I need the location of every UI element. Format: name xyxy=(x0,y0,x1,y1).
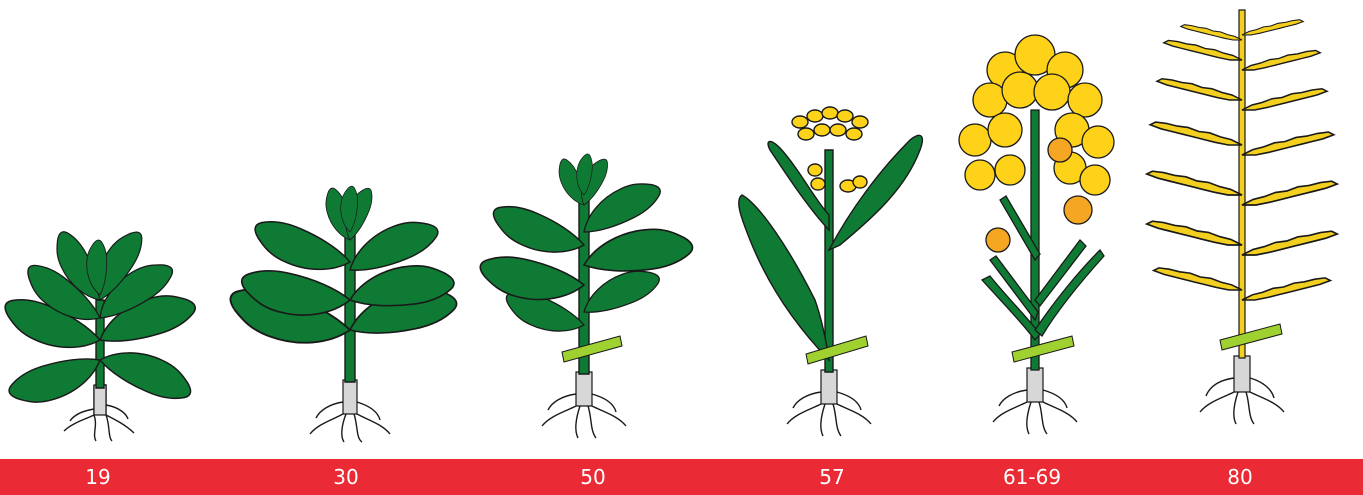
plant-stage-19 xyxy=(0,224,200,413)
root-80 xyxy=(1200,356,1284,424)
plant-stage-57 xyxy=(739,107,923,372)
root-50 xyxy=(542,372,626,438)
stem-bands xyxy=(562,324,1282,364)
plant-stage-61-69 xyxy=(959,35,1114,370)
stage-label-19: 19 xyxy=(38,459,158,495)
band-80 xyxy=(1220,324,1282,350)
root-57 xyxy=(787,370,871,436)
plant-roots xyxy=(64,356,1284,442)
band-50 xyxy=(562,336,622,362)
root-30 xyxy=(310,380,390,442)
root-61-69 xyxy=(993,368,1077,434)
plant-stage-30 xyxy=(223,184,460,382)
plant-stage-80 xyxy=(1147,10,1337,358)
band-61-69 xyxy=(1012,336,1074,362)
stage-label-80: 80 xyxy=(1180,459,1300,495)
stage-label-50: 50 xyxy=(533,459,653,495)
plant-stage-50 xyxy=(476,153,695,374)
stage-label-30: 30 xyxy=(286,459,406,495)
stage-label-bar xyxy=(0,459,1363,495)
stage-label-61-69: 61-69 xyxy=(972,459,1092,495)
root-19 xyxy=(64,385,134,441)
stage-label-57: 57 xyxy=(772,459,892,495)
